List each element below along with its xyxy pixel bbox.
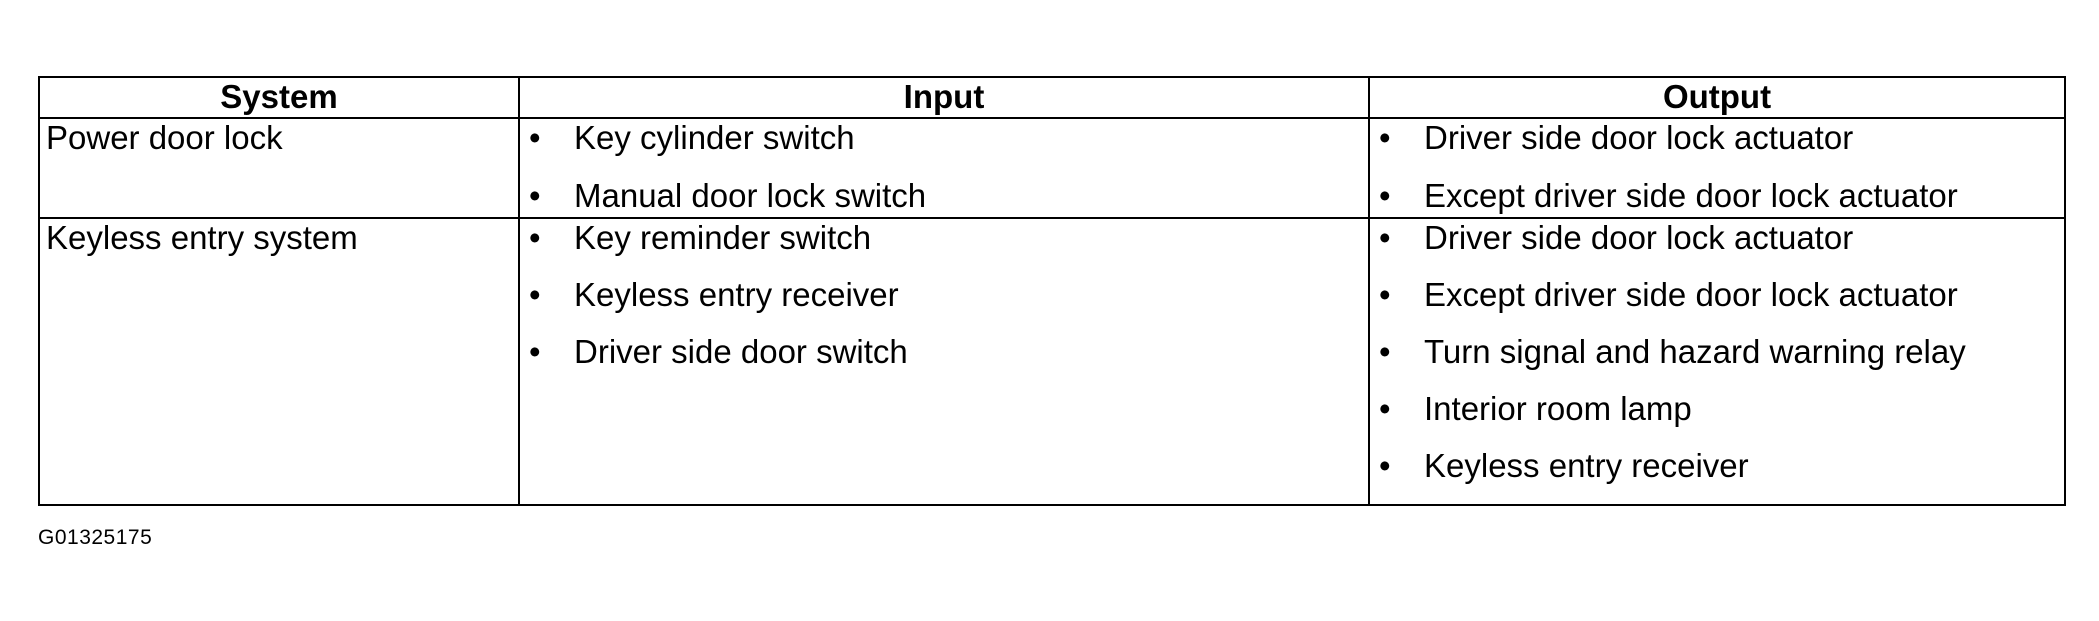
output-cell: • Driver side door lock actuator • Except … xyxy=(1368,217,2066,506)
output-item-text: Except driver side door lock actuator xyxy=(1424,177,1958,214)
system-name: Power door lock xyxy=(46,119,283,156)
bullet-icon: • xyxy=(1379,119,1391,156)
list-item: • Turn signal and hazard warning relay xyxy=(1370,333,2064,390)
input-item-text: Key reminder switch xyxy=(574,219,872,256)
bullet-icon: • xyxy=(529,333,541,370)
list-item: • Key reminder switch xyxy=(520,219,1368,276)
bullet-icon: • xyxy=(1379,333,1391,370)
output-list: • Driver side door lock actuator • Except … xyxy=(1370,119,2064,217)
output-list: • Driver side door lock actuator • Except … xyxy=(1370,219,2064,504)
input-list: • Key reminder switch • Keyless entry rece… xyxy=(520,219,1368,390)
table-row-keyless-entry-system: Keyless entry system • Key reminder switc… xyxy=(38,217,2066,506)
system-cell: Keyless entry system xyxy=(38,217,520,506)
bullet-icon: • xyxy=(1379,276,1391,313)
bullet-icon: • xyxy=(529,177,541,214)
bullet-icon: • xyxy=(1379,219,1391,256)
table-row-power-door-lock: Power door lock • Key cylinder switch • Ma… xyxy=(38,117,2066,219)
output-item-text: Keyless entry receiver xyxy=(1424,447,1749,484)
list-item: • Except driver side door lock actuator xyxy=(1370,177,2064,217)
input-cell: • Key cylinder switch • Manual door lock s… xyxy=(518,117,1370,219)
bullet-icon: • xyxy=(1379,390,1391,427)
header-system: System xyxy=(38,76,520,119)
output-item-text: Driver side door lock actuator xyxy=(1424,219,1854,256)
input-cell: • Key reminder switch • Keyless entry rece… xyxy=(518,217,1370,506)
system-io-table: System Input Output Power door lock •Key… xyxy=(38,76,2066,506)
list-item: • Driver side door lock actuator xyxy=(1370,119,2064,177)
input-item-text: Key cylinder switch xyxy=(574,119,855,156)
list-item: • Key cylinder switch xyxy=(520,119,1368,177)
input-item-text: Keyless entry receiver xyxy=(574,276,899,313)
system-cell: Power door lock xyxy=(38,117,520,219)
system-name: Keyless entry system xyxy=(46,219,358,256)
list-item: • Manual door lock switch xyxy=(520,177,1368,217)
bullet-icon: • xyxy=(529,119,541,156)
output-item-text: Driver side door lock actuator xyxy=(1424,119,1854,156)
bullet-icon: • xyxy=(1379,447,1391,484)
list-item: • Driver side door switch xyxy=(520,333,1368,390)
bullet-icon: • xyxy=(1379,177,1391,214)
input-list: • Key cylinder switch • Manual door lock s… xyxy=(520,119,1368,217)
bullet-icon: • xyxy=(529,219,541,256)
figure-id: G01325175 xyxy=(38,526,153,549)
list-item: • Driver side door lock actuator xyxy=(1370,219,2064,276)
list-item: • Keyless entry receiver xyxy=(520,276,1368,333)
output-item-text: Except driver side door lock actuator xyxy=(1424,276,1958,313)
input-item-text: Manual door lock switch xyxy=(574,177,927,214)
list-item: • Except driver side door lock actuator xyxy=(1370,276,2064,333)
bullet-icon: • xyxy=(529,276,541,313)
input-item-text: Driver side door switch xyxy=(574,333,908,370)
list-item: • Interior room lamp xyxy=(1370,390,2064,447)
output-item-text: Interior room lamp xyxy=(1424,390,1692,427)
header-input: Input xyxy=(518,76,1370,119)
header-row: System Input Output xyxy=(38,76,2066,119)
list-item: • Keyless entry receiver xyxy=(1370,447,2064,504)
output-item-text: Turn signal and hazard warning relay xyxy=(1424,333,1966,370)
output-cell: • Driver side door lock actuator • Except … xyxy=(1368,117,2066,219)
header-output: Output xyxy=(1368,76,2066,119)
